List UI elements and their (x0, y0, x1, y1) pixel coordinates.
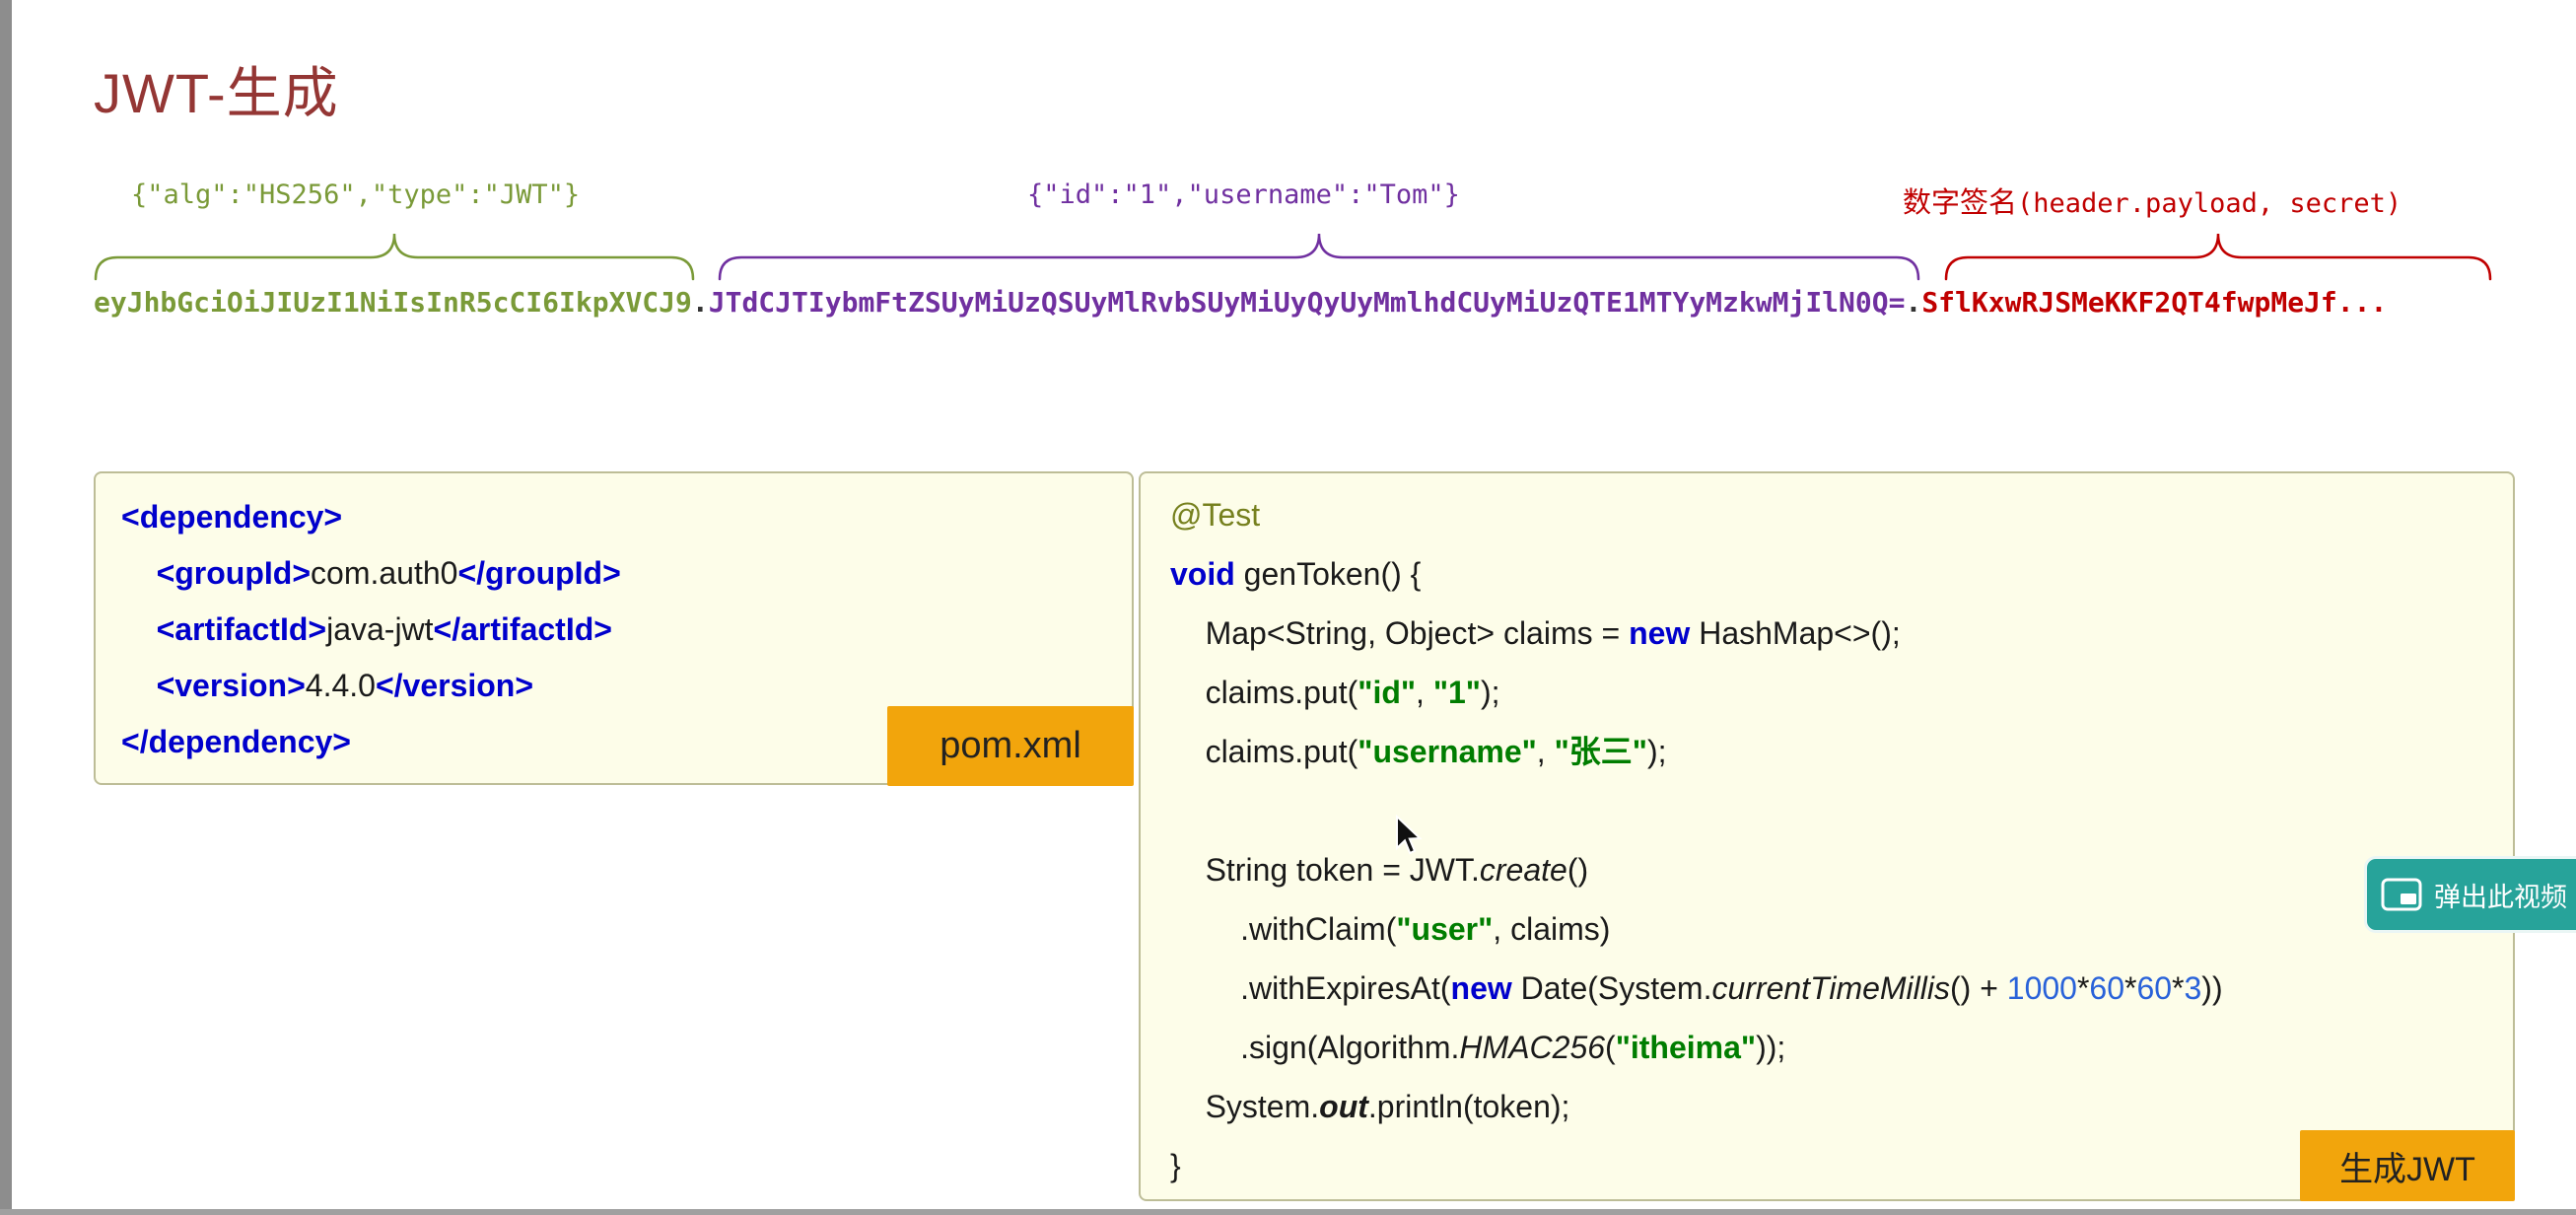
signature-label-args: (header.payload, secret) (2017, 188, 2402, 219)
code-line: claims.put("username", "张三"); (1170, 734, 1667, 769)
player-bottom-edge (0, 1209, 2576, 1215)
code-line: <artifactId>java-jwt</artifactId> (156, 611, 612, 647)
code-line: .withExpiresAt(new Date(System.currentTi… (1170, 970, 2223, 1006)
pom-code: <dependency> <groupId>com.auth0</groupId… (121, 489, 1132, 770)
page-title: JWT-生成 (94, 62, 339, 124)
generate-jwt-badge: 生成JWT (2300, 1130, 2515, 1201)
java-code: @Test void genToken() { Map<String, Objec… (1170, 485, 2513, 1195)
code-line: void genToken() { (1170, 556, 1422, 592)
code-line: <dependency> (121, 499, 343, 535)
player-left-edge (0, 0, 12, 1215)
code-line: } (1170, 1148, 1181, 1183)
code-line: </dependency> (121, 724, 351, 759)
picture-in-picture-icon (2381, 878, 2422, 911)
token-separator-1: . (691, 286, 709, 319)
code-line: .withClaim("user", claims) (1170, 911, 1611, 947)
pom-code-box: <dependency> <groupId>com.auth0</groupId… (94, 471, 1134, 785)
brace-header-icon (94, 230, 695, 281)
token-payload-segment: JTdCJTIybmFtZSUyMiUzQSUyMlRvbSUyMiUyQyUy… (708, 286, 1906, 319)
token-header-segment: eyJhbGciOiJIUzI1NiIsInR5cCI6IkpXVCJ9 (94, 286, 692, 319)
code-line: claims.put("id", "1"); (1170, 675, 1500, 710)
java-code-box: @Test void genToken() { Map<String, Objec… (1139, 471, 2515, 1201)
brace-signature-icon (1944, 230, 2492, 281)
popout-video-button[interactable]: 弹出此视频 (2364, 856, 2576, 933)
popout-video-label: 弹出此视频 (2434, 882, 2567, 912)
mouse-cursor-icon (1393, 814, 1423, 863)
brace-payload-icon (718, 230, 1920, 281)
jwt-token: eyJhbGciOiJIUzI1NiIsInR5cCI6IkpXVCJ9.JTd… (94, 286, 2387, 319)
jwt-header-label: {"alg":"HS256","type":"JWT"} (131, 179, 581, 210)
code-line: .sign(Algorithm.HMAC256("itheima")); (1170, 1030, 1786, 1065)
code-line: <version>4.4.0</version> (156, 668, 534, 703)
code-line: @Test (1170, 497, 1261, 533)
jwt-payload-label: {"id":"1","username":"Tom"} (1027, 179, 1460, 210)
pom-xml-badge: pom.xml (887, 706, 1134, 786)
token-signature-segment: SflKxwRJSMeKKF2QT4fwpMeJf... (1921, 286, 2388, 319)
code-line: Map<String, Object> claims = new HashMap… (1170, 615, 1901, 651)
code-line: <groupId>com.auth0</groupId> (156, 555, 621, 591)
code-line (1170, 781, 2513, 840)
jwt-signature-label: 数字签名(header.payload, secret) (1903, 179, 2402, 221)
signature-label-cn: 数字签名 (1903, 187, 2018, 219)
token-separator-2: . (1905, 286, 1922, 319)
code-line: String token = JWT.create() (1170, 852, 1589, 888)
code-line: System.out.println(token); (1170, 1089, 1570, 1124)
